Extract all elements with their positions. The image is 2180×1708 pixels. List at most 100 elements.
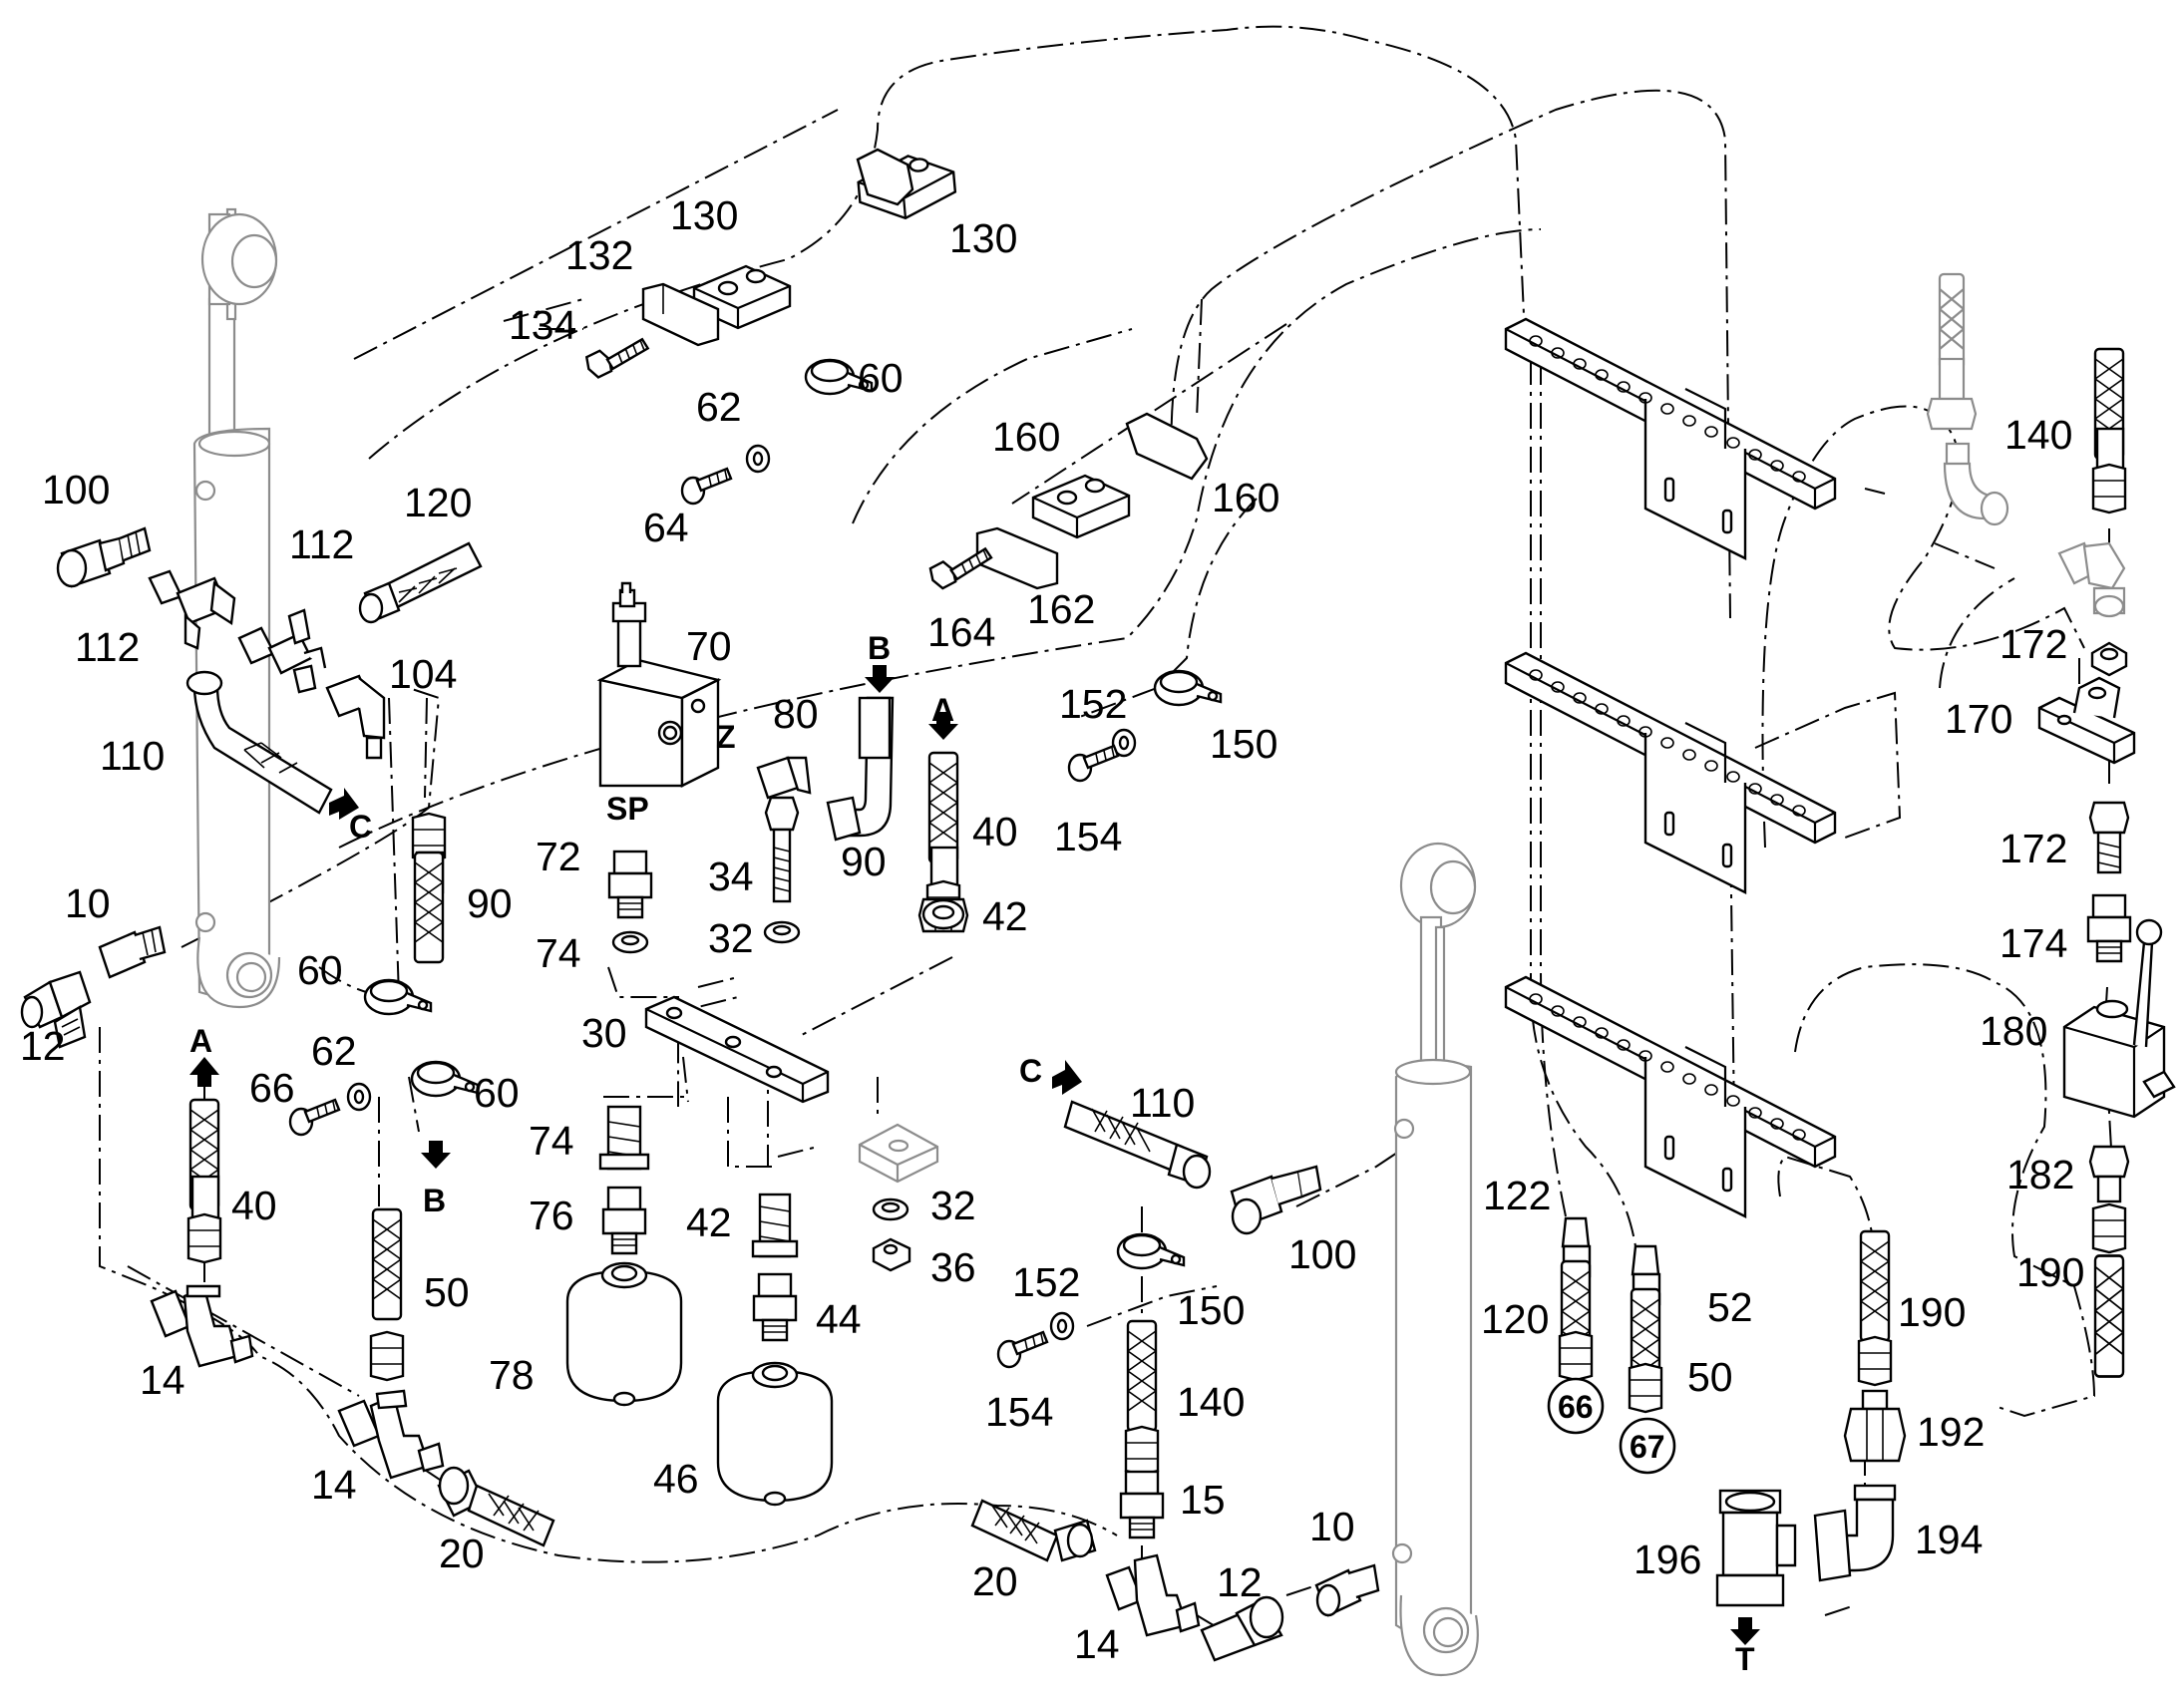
tee-112-left bbox=[148, 569, 236, 650]
label-10-right: 10 bbox=[1309, 1504, 1355, 1549]
label-130-a: 130 bbox=[670, 192, 738, 238]
callout-labels: 10 10 12 12 14 14 14 15 20 20 30 32 32 3… bbox=[20, 192, 2084, 1667]
label-62-top: 62 bbox=[696, 384, 742, 430]
label-72: 72 bbox=[536, 834, 581, 879]
circled-marker-67 bbox=[1619, 1417, 1676, 1475]
washer-152b bbox=[1049, 1311, 1075, 1341]
label-120-right: 120 bbox=[1481, 1296, 1549, 1342]
label-42-b: 42 bbox=[686, 1199, 732, 1245]
hose-clamp-60c bbox=[410, 1060, 480, 1098]
hose-190-mid bbox=[1857, 1229, 1893, 1387]
label-152-b: 152 bbox=[1012, 1259, 1080, 1305]
port-B-left: B bbox=[423, 1183, 446, 1218]
label-190-right: 190 bbox=[2016, 1249, 2084, 1295]
mounting-bracket-2 bbox=[1504, 651, 1837, 894]
label-110-left: 110 bbox=[100, 733, 165, 779]
label-62-left: 62 bbox=[311, 1028, 357, 1074]
label-100-left: 100 bbox=[42, 467, 110, 512]
washer-62 bbox=[745, 444, 771, 474]
washer-62b bbox=[346, 1082, 372, 1112]
label-74-b: 74 bbox=[529, 1118, 574, 1164]
hose-110-right bbox=[1063, 1100, 1212, 1190]
label-154-b: 154 bbox=[985, 1389, 1053, 1435]
fitting-10-left bbox=[98, 925, 167, 979]
hose-120-top bbox=[358, 541, 483, 624]
hose-90-top bbox=[826, 696, 895, 842]
screw-64 bbox=[680, 467, 733, 506]
hose-20-right bbox=[970, 1499, 1097, 1562]
label-60-mid: 60 bbox=[474, 1070, 520, 1116]
label-132: 132 bbox=[565, 232, 633, 278]
bolt-134 bbox=[583, 337, 653, 381]
label-110-right: 110 bbox=[1130, 1080, 1195, 1126]
hose-52-50 bbox=[1628, 1244, 1663, 1414]
label-104: 104 bbox=[389, 651, 457, 697]
label-164: 164 bbox=[927, 609, 995, 655]
label-76: 76 bbox=[529, 1193, 574, 1238]
label-112-left: 112 bbox=[75, 624, 140, 670]
label-70: 70 bbox=[686, 623, 732, 669]
tee-14-right bbox=[1105, 1553, 1201, 1637]
label-20-right: 20 bbox=[972, 1558, 1018, 1604]
label-196: 196 bbox=[1634, 1537, 1701, 1582]
tee-grey-right bbox=[2057, 541, 2126, 618]
fitting-100-right bbox=[1230, 1165, 1322, 1235]
label-150-a: 150 bbox=[1210, 721, 1277, 767]
tee-196 bbox=[1715, 1489, 1797, 1607]
label-174: 174 bbox=[1999, 920, 2067, 966]
label-32-a: 32 bbox=[708, 915, 754, 961]
nut-36 bbox=[872, 1237, 911, 1272]
ball-valve-180 bbox=[2062, 918, 2176, 1119]
fitting-15 bbox=[1119, 1470, 1165, 1539]
label-112-top: 112 bbox=[289, 521, 354, 567]
port-letters: A A B B C C T Z SP bbox=[189, 630, 1755, 1677]
elbow-12-left bbox=[20, 970, 92, 1049]
bolt-34 bbox=[764, 796, 800, 903]
fitting-74b bbox=[598, 1105, 650, 1171]
label-44: 44 bbox=[816, 1296, 862, 1342]
hose-20-left bbox=[437, 1466, 555, 1547]
hose-90-left bbox=[411, 812, 447, 964]
label-42-a: 42 bbox=[982, 893, 1028, 939]
rubber-mount bbox=[858, 1123, 939, 1184]
label-12-left: 12 bbox=[20, 1023, 66, 1069]
fitting-grey-elbow bbox=[1943, 442, 2009, 526]
label-152-a: 152 bbox=[1059, 681, 1127, 727]
label-78: 78 bbox=[489, 1352, 535, 1398]
hose-top-right-grey bbox=[1926, 272, 1978, 431]
label-80: 80 bbox=[773, 691, 819, 737]
label-14-a: 14 bbox=[140, 1357, 185, 1403]
label-182: 182 bbox=[2006, 1152, 2074, 1197]
label-134: 134 bbox=[509, 302, 576, 348]
tee-112-right bbox=[237, 608, 327, 694]
washer-32a bbox=[763, 920, 801, 944]
hose-50-left bbox=[369, 1207, 405, 1382]
label-140-mid: 140 bbox=[1177, 1379, 1245, 1425]
label-172-b: 172 bbox=[1999, 826, 2067, 871]
hose-110-left bbox=[185, 670, 333, 815]
hose-clamp-60b bbox=[363, 978, 433, 1016]
bolt-164 bbox=[927, 546, 997, 591]
elbow-194 bbox=[1813, 1484, 1897, 1582]
label-74-a: 74 bbox=[536, 930, 581, 976]
tee-14-left bbox=[150, 1284, 254, 1368]
label-40-left: 40 bbox=[231, 1183, 277, 1228]
screw-154b bbox=[996, 1330, 1049, 1369]
hose-clamp-150b bbox=[1116, 1232, 1186, 1270]
mounting-bracket-3 bbox=[1504, 975, 1837, 1218]
label-30: 30 bbox=[581, 1010, 627, 1056]
arrow-B-top bbox=[865, 665, 895, 693]
fitting-192 bbox=[1843, 1389, 1907, 1463]
nut-172a bbox=[2090, 641, 2128, 677]
port-C-left: C bbox=[349, 809, 372, 845]
port-Z: Z bbox=[716, 719, 736, 755]
fitting-172b bbox=[2088, 801, 2130, 874]
label-180: 180 bbox=[1980, 1008, 2047, 1054]
label-64: 64 bbox=[643, 505, 689, 550]
label-192: 192 bbox=[1917, 1409, 1985, 1455]
elbow-104 bbox=[325, 674, 386, 760]
label-154-a: 154 bbox=[1054, 814, 1122, 859]
label-52: 52 bbox=[1707, 1284, 1753, 1330]
port-A-top: A bbox=[931, 692, 954, 728]
